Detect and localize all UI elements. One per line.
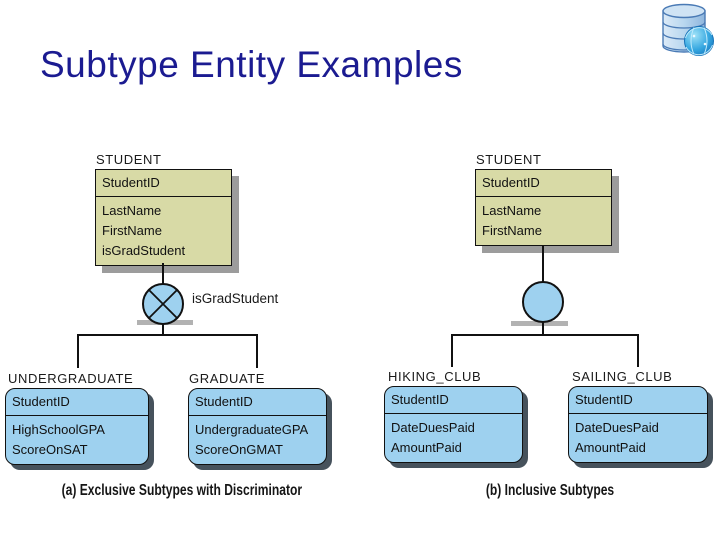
attribute: HighSchoolGPA xyxy=(12,422,105,437)
attribute: LastName xyxy=(482,203,542,218)
connector-line xyxy=(162,263,164,284)
entity-name-undergraduate: UNDERGRADUATE xyxy=(8,371,134,386)
entity-box-undergraduate: StudentID HighSchoolGPA ScoreOnSAT xyxy=(5,388,149,465)
connector-line xyxy=(77,334,79,368)
attribute: DateDuesPaid xyxy=(575,420,659,435)
exclusive-subtype-circle xyxy=(141,282,185,326)
pk-attribute: StudentID xyxy=(96,170,231,197)
entity-box-student-b: StudentID LastName FirstName xyxy=(475,169,612,246)
entity-box-hiking-club: StudentID DateDuesPaid AmountPaid xyxy=(384,386,523,463)
attribute: isGradStudent xyxy=(102,243,186,258)
connector-line xyxy=(542,245,544,282)
caption-a: (a) Exclusive Subtypes with Discriminato… xyxy=(61,482,303,499)
pk-attribute: StudentID xyxy=(189,389,326,416)
connector-line xyxy=(256,334,258,368)
attribute: FirstName xyxy=(102,223,162,238)
pk-attribute: StudentID xyxy=(385,387,522,414)
page-title: Subtype Entity Examples xyxy=(40,44,463,85)
attribute: FirstName xyxy=(482,223,542,238)
entity-box-sailing-club: StudentID DateDuesPaid AmountPaid xyxy=(568,386,708,463)
pk-attribute: StudentID xyxy=(6,389,148,416)
connector-line xyxy=(451,334,453,367)
inclusive-subtype-circle xyxy=(521,280,565,324)
entity-name-sailing-club: SAILING_CLUB xyxy=(572,369,673,384)
connector-line xyxy=(637,334,639,367)
connector-line xyxy=(77,334,258,336)
attribute: AmountPaid xyxy=(391,440,462,455)
circle-underline-bar xyxy=(511,321,568,326)
pk-attribute: StudentID xyxy=(569,387,707,414)
attribute: LastName xyxy=(102,203,162,218)
entity-name-student-a: STUDENT xyxy=(96,152,162,167)
entity-box-graduate: StudentID UndergraduateGPA ScoreOnGMAT xyxy=(188,388,327,465)
attribute: ScoreOnSAT xyxy=(12,442,88,457)
pk-attribute: StudentID xyxy=(476,170,611,197)
attribute: AmountPaid xyxy=(575,440,646,455)
caption-b: (b) Inclusive Subtypes xyxy=(485,482,615,499)
attribute: DateDuesPaid xyxy=(391,420,475,435)
connector-line xyxy=(451,334,639,336)
entity-name-graduate: GRADUATE xyxy=(189,371,266,386)
entity-box-student-a: StudentID LastName FirstName isGradStude… xyxy=(95,169,232,266)
entity-name-student-b: STUDENT xyxy=(476,152,542,167)
discriminator-label: isGradStudent xyxy=(192,291,279,306)
entity-name-hiking-club: HIKING_CLUB xyxy=(388,369,482,384)
attribute: UndergraduateGPA xyxy=(195,422,309,437)
database-globe-icon xyxy=(658,2,716,57)
attribute: ScoreOnGMAT xyxy=(195,442,283,457)
connector-line xyxy=(162,324,164,336)
connector-line xyxy=(542,322,544,336)
